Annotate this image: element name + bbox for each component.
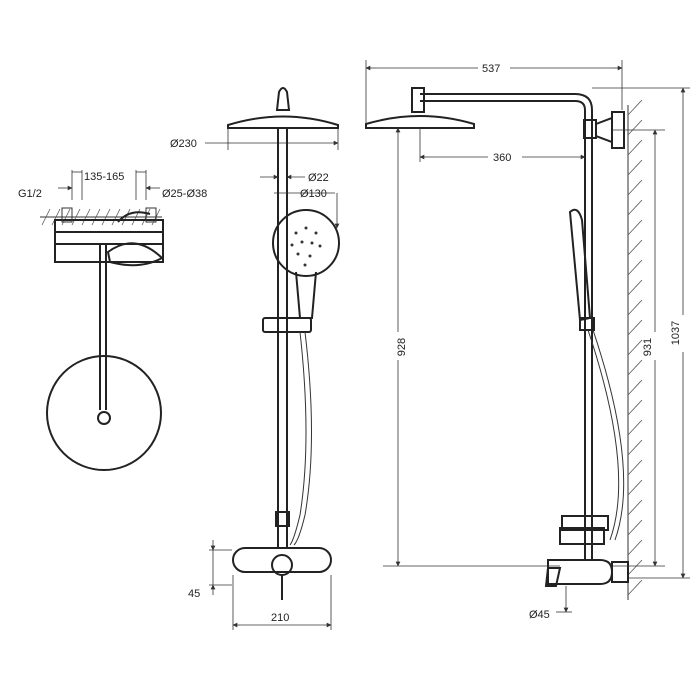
- mixer-top: [54, 207, 164, 267]
- dim-head-diameter-label: Ø230: [170, 138, 197, 150]
- bar-front: [277, 127, 288, 549]
- hose-front: [289, 331, 307, 546]
- slider-front: [262, 317, 312, 333]
- dim-mixer-height-label: 45: [188, 588, 200, 600]
- dim-arm-reach-label: 360: [493, 152, 511, 164]
- dim-thread-label: G1/2: [18, 188, 42, 200]
- dim-spacing-label: 135-165: [84, 171, 124, 183]
- arm-side: [420, 93, 593, 560]
- hose-side: [587, 329, 620, 541]
- dim-bar-height-label: 931: [642, 338, 654, 356]
- wall-hatch-top: [40, 208, 162, 226]
- top-view: 135-165 G1/2 Ø25-Ø38: [18, 170, 207, 471]
- dim-spacing: 135-165: [58, 170, 160, 200]
- dim-handle-diameter-label: Ø45: [529, 609, 550, 621]
- dim-mixer-width-label: 210: [271, 612, 289, 624]
- hand-shower-front: [272, 209, 340, 319]
- head-side: [365, 115, 475, 129]
- dim-hand-diameter-label: Ø130: [300, 188, 327, 200]
- front-view: Ø230 Ø22 Ø130: [170, 87, 340, 630]
- dim-total-height-label: 1037: [670, 321, 682, 345]
- hand-shower-side: [568, 208, 592, 322]
- dim-head-height-label: 928: [396, 338, 408, 356]
- side-view: 537 360 928 931 1037 Ø45: [365, 60, 690, 621]
- dim-bar-diameter-label: Ø22: [308, 172, 329, 184]
- dim-eccentric-label: Ø25-Ø38: [162, 188, 207, 200]
- mixer-front: [232, 547, 332, 573]
- dim-total-reach-label: 537: [482, 63, 500, 75]
- head-front: [227, 115, 339, 129]
- wall-hatch-side: [627, 99, 643, 600]
- head-circle-top: [46, 355, 162, 471]
